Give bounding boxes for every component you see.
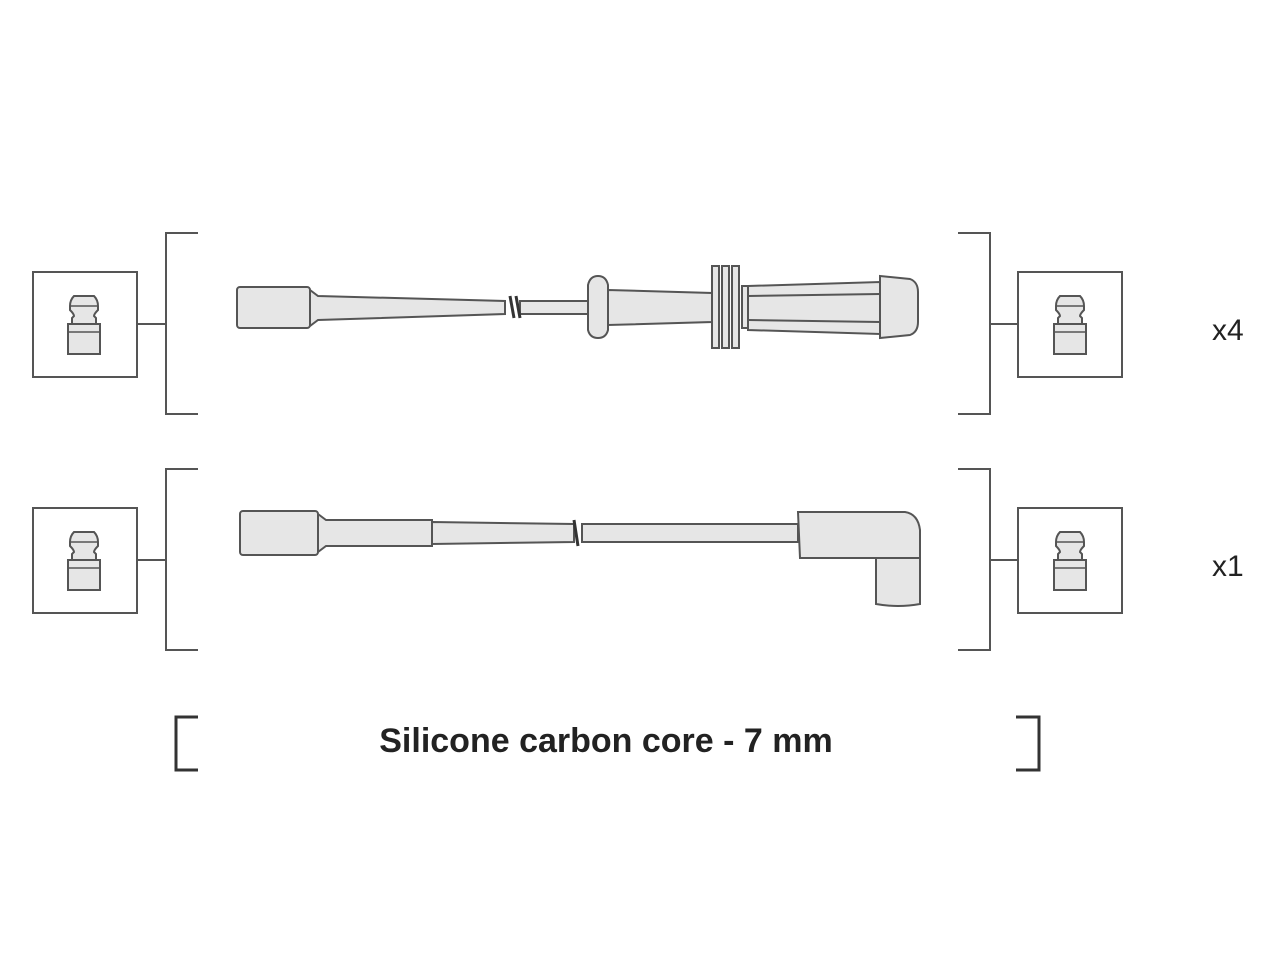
left-terminal-box [32, 271, 166, 378]
straight-boot-cable [236, 265, 919, 349]
cable-row-1: x4 [32, 232, 1244, 415]
cable-break-mark [508, 295, 522, 319]
right-terminal-box [990, 507, 1123, 614]
left-bracket [165, 232, 198, 415]
quantity-label: x1 [1212, 550, 1244, 583]
spark-plug-terminal-icon [1053, 295, 1087, 355]
left-bracket [165, 468, 198, 651]
caption-text: Silicone carbon core - 7 mm [379, 722, 832, 760]
angled-boot-cable [239, 510, 921, 607]
right-bracket [958, 468, 991, 651]
right-terminal-box [990, 271, 1123, 378]
spark-plug-terminal-icon [1053, 531, 1087, 591]
spark-plug-terminal-icon [67, 295, 101, 355]
right-bracket [958, 232, 991, 415]
spark-plug-terminal-icon [67, 531, 101, 591]
caption-left-bracket [174, 715, 198, 772]
cable-row-2: x1 [32, 468, 1244, 651]
specification-caption: Silicone carbon core - 7 mm [174, 715, 1041, 772]
caption-right-bracket [1016, 715, 1041, 772]
quantity-label: x4 [1212, 314, 1244, 347]
cable-break-mark [572, 519, 580, 547]
left-terminal-box [32, 507, 166, 614]
